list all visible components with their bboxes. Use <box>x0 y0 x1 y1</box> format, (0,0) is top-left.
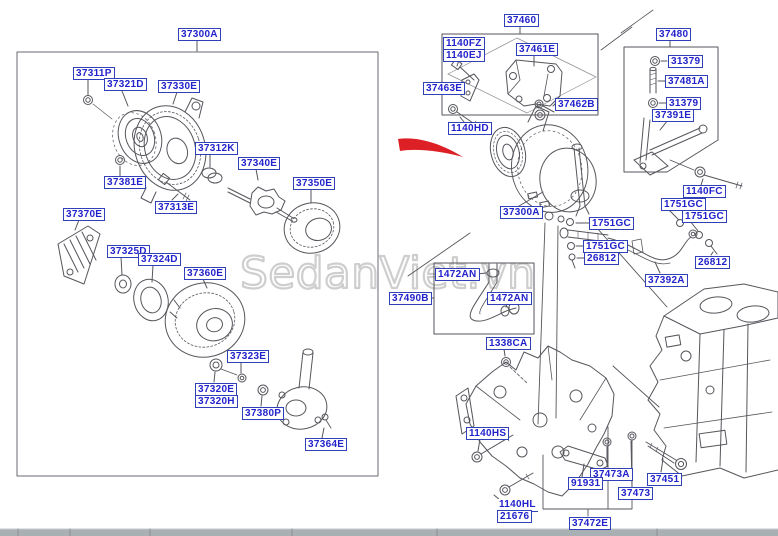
rear-cover-sketch-37364e <box>276 348 332 439</box>
part-label-91931[interactable]: 91931 <box>568 477 604 490</box>
part-label-37311p[interactable]: 37311P <box>73 67 115 80</box>
washer-sketch-37323e <box>237 361 247 383</box>
part-label-37350e[interactable]: 37350E <box>293 177 336 190</box>
hose-box-37490b <box>428 262 535 335</box>
part-label-1140hd[interactable]: 1140HD <box>448 122 492 135</box>
part-label-1338ca[interactable]: 1338CA <box>486 337 531 350</box>
part-label-37451[interactable]: 37451 <box>647 473 683 486</box>
bushing-sketch-37312k <box>201 153 223 184</box>
part-label-21676[interactable]: 21676 <box>497 510 533 523</box>
leader-lines <box>407 218 668 425</box>
part-label-37320h[interactable]: 37320H <box>195 395 238 408</box>
part-label-37480[interactable]: 37480 <box>656 28 692 41</box>
part-label-37340e[interactable]: 37340E <box>238 157 281 170</box>
part-label-37313e[interactable]: 37313E <box>155 201 198 214</box>
part-label-1472an[interactable]: 1472AN <box>487 292 532 305</box>
bolt-sketch-1140fc <box>694 166 743 190</box>
part-label-37473[interactable]: 37473 <box>618 487 654 500</box>
part-label-31379[interactable]: 31379 <box>668 55 704 68</box>
part-label-37364e[interactable]: 37364E <box>305 438 348 451</box>
nut-sketch-31379-lower <box>648 98 667 108</box>
part-label-37490b[interactable]: 37490B <box>389 292 432 305</box>
part-label-37460[interactable]: 37460 <box>504 14 540 27</box>
bolt-sketch-1140hl <box>493 472 534 501</box>
part-label-37463e[interactable]: 37463E <box>423 82 466 95</box>
part-label-37324d[interactable]: 37324D <box>138 253 181 266</box>
nut-sketch-37381e <box>115 155 125 177</box>
bolt-sketch-26812-left <box>568 253 585 269</box>
stay-sketch-37391e <box>633 117 708 176</box>
nut-sketch-37380p <box>257 384 269 407</box>
collar-sketch-37324d <box>133 264 169 322</box>
rectifier-sketch-37370e <box>57 219 101 285</box>
stud-sketch-37481a <box>649 66 666 94</box>
engine-block-sketch <box>647 283 778 479</box>
alternator-assembly-box <box>16 51 379 477</box>
nut-sketch-1338ca <box>501 348 528 384</box>
rear-housing-sketch-37360e <box>164 278 246 358</box>
rotor-sketch-37340e <box>227 168 298 223</box>
part-label-1751gc[interactable]: 1751GC <box>682 210 728 223</box>
part-label-37380p[interactable]: 37380P <box>242 407 285 420</box>
pointer-arrow <box>398 138 463 157</box>
bolt-sketch-37313e <box>157 172 191 202</box>
part-label-1140fc[interactable]: 1140FC <box>683 185 726 198</box>
bracket-sketch-37461e <box>505 54 563 107</box>
part-label-37321d[interactable]: 37321D <box>104 78 147 91</box>
part-label-37370e[interactable]: 37370E <box>63 208 106 221</box>
stator-sketch-37350e <box>283 202 341 254</box>
part-label-1140hs[interactable]: 1140HS <box>466 427 510 440</box>
hose-sketch <box>469 263 520 322</box>
part-label-37392a[interactable]: 37392A <box>645 274 688 287</box>
part-label-37462b[interactable]: 37462B <box>555 98 598 111</box>
part-label-1472an[interactable]: 1472AN <box>435 268 480 281</box>
part-label-1751gc[interactable]: 1751GC <box>589 217 635 230</box>
part-label-37330e[interactable]: 37330E <box>158 80 201 93</box>
alternator-sketch-37300a <box>489 105 597 223</box>
part-label-37300a[interactable]: 37300A <box>178 28 221 41</box>
front-housing-sketch-37330e <box>133 97 207 204</box>
bolt-sketch-37462b <box>534 99 556 113</box>
oil-pipe-sketch-37392a <box>559 227 698 274</box>
stay-box-37480 <box>600 9 719 176</box>
part-label-37481a[interactable]: 37481A <box>665 75 708 88</box>
nut-sketch-37311p <box>83 78 113 120</box>
part-label-26812[interactable]: 26812 <box>695 256 731 269</box>
nut-sketch-37473a <box>602 437 612 467</box>
part-label-37323e[interactable]: 37323E <box>227 350 270 363</box>
bolt-sketch-26812-right <box>705 239 718 256</box>
nut-sketch-31379-upper <box>650 56 668 66</box>
part-label-1140ej[interactable]: 1140EJ <box>443 49 485 62</box>
part-label-37472e[interactable]: 37472E <box>569 517 612 530</box>
nut-sketch-37320e <box>209 358 238 383</box>
part-label-26812[interactable]: 26812 <box>584 252 620 265</box>
mount-bracket-sketch-37472e <box>455 345 615 497</box>
washer-sketch-37325d <box>114 256 132 294</box>
part-label-37360e[interactable]: 37360E <box>184 267 227 280</box>
bottom-bar <box>0 528 778 536</box>
part-label-37381e[interactable]: 37381E <box>104 176 147 189</box>
part-label-37391e[interactable]: 37391E <box>652 109 695 122</box>
part-label-37300a[interactable]: 37300A <box>500 206 543 219</box>
bolt-sketch-37451 <box>645 441 687 473</box>
part-label-37312k[interactable]: 37312K <box>195 142 238 155</box>
part-label-37461e[interactable]: 37461E <box>516 43 559 56</box>
